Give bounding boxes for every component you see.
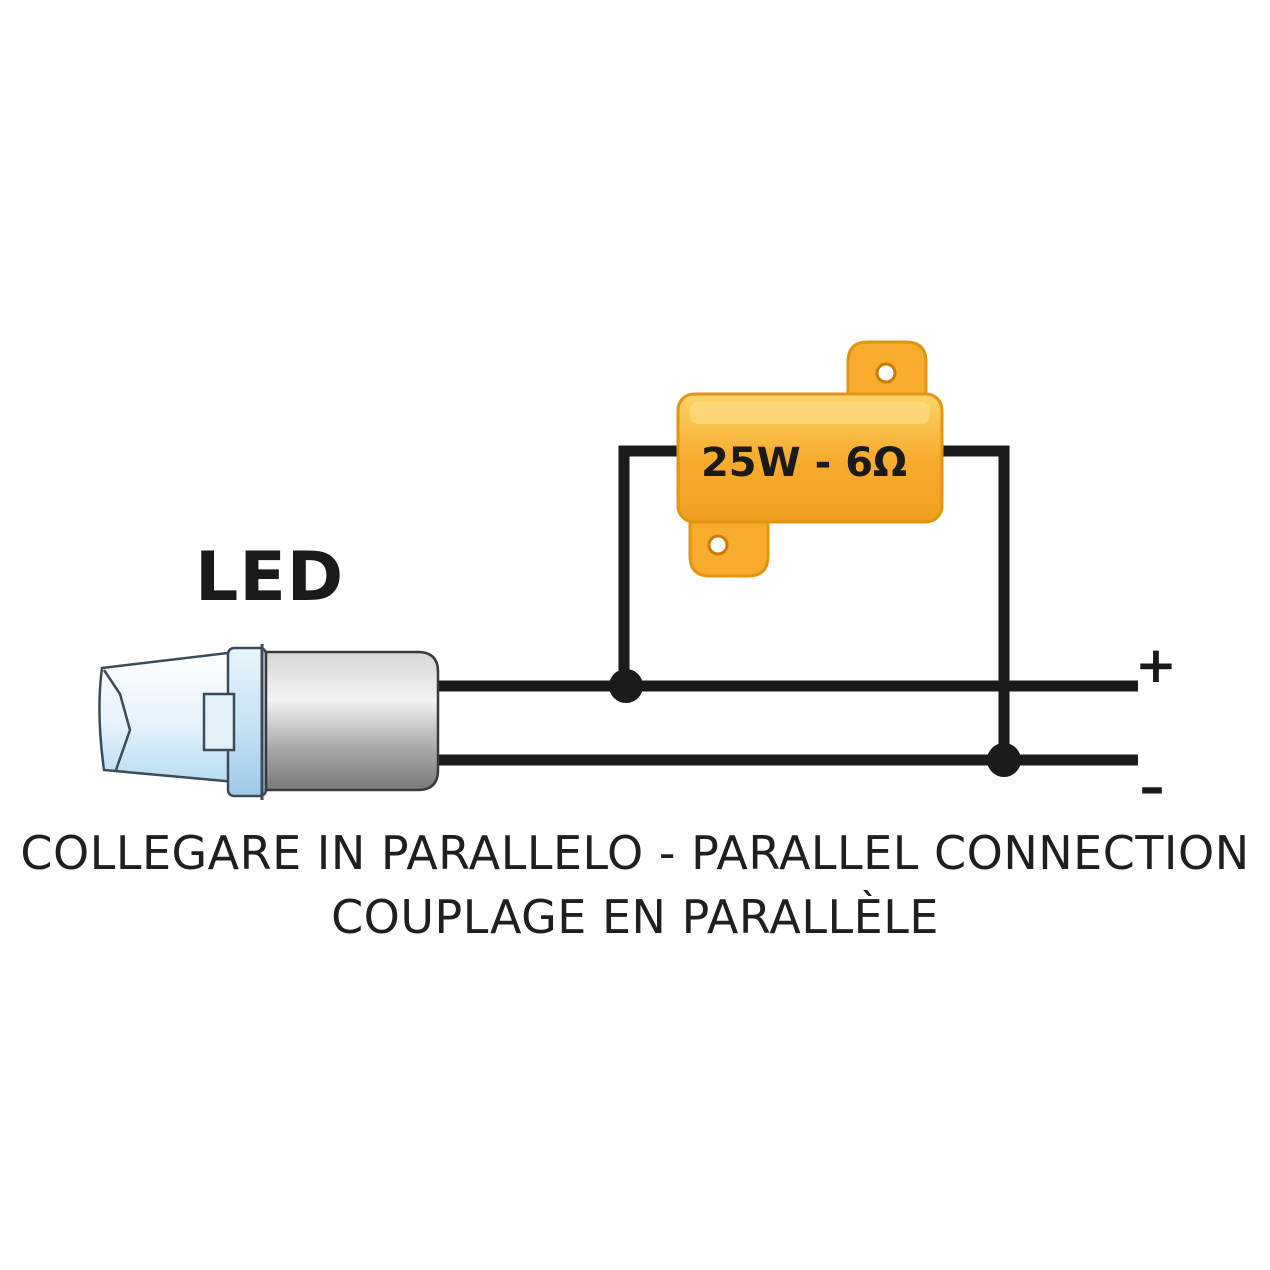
negative-terminal-symbol: –: [1140, 758, 1165, 816]
led-label: LED: [195, 538, 345, 617]
resistor: 25W - 6Ω: [676, 340, 944, 578]
negative-junction: [987, 743, 1021, 777]
led-lens-facet: [102, 669, 132, 771]
led-collar-inner: [202, 692, 236, 752]
led-lens: [98, 650, 238, 784]
positive-terminal-symbol: +: [1135, 636, 1177, 694]
caption-line-1: COLLEGARE IN PARALLELO - PARALLEL CONNEC…: [20, 826, 1250, 880]
resistor-left-lead: [618, 445, 685, 686]
positive-junction: [609, 669, 643, 703]
resistor-right-lead: [935, 445, 1010, 760]
top-mounting-hole: [875, 362, 897, 384]
resistor-highlight: [690, 402, 930, 424]
bottom-mounting-hole: [707, 534, 729, 556]
led-body: [264, 650, 440, 792]
resistor-bottom-tab: [688, 508, 770, 578]
led-bulb: [98, 644, 440, 800]
resistor-label: 25W - 6Ω: [701, 440, 907, 486]
caption-line-2: COUPLAGE EN PARALLÈLE: [331, 890, 939, 944]
resistor-body: [676, 392, 944, 524]
